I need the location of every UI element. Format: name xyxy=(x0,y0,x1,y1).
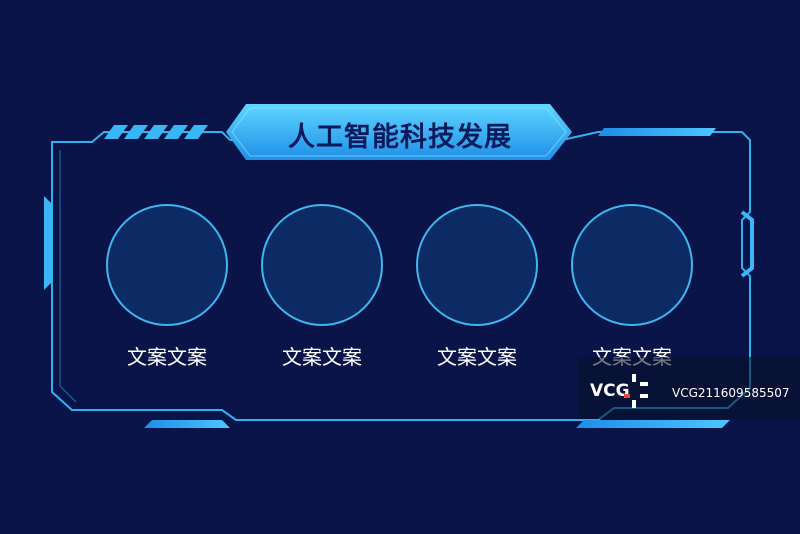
bottom-left-bar xyxy=(144,420,230,428)
feature-label-3: 文案文案 xyxy=(437,345,517,369)
svg-text:VCG: VCG xyxy=(590,381,630,401)
feature-circle-1 xyxy=(106,204,228,326)
feature-circle-4 xyxy=(571,204,693,326)
bottom-right-bar xyxy=(576,420,730,428)
feature-label-2: 文案文案 xyxy=(282,345,362,369)
watermark-box xyxy=(578,357,800,419)
page-title: 人工智能科技发展 xyxy=(288,121,512,153)
feature-circle-2 xyxy=(261,204,383,326)
watermark-id: VCG211609585507 xyxy=(672,386,790,400)
feature-circle-3 xyxy=(416,204,538,326)
top-right-bar xyxy=(598,128,716,136)
stripe-decoration xyxy=(104,125,208,139)
left-side-tab xyxy=(44,196,52,290)
vcg-logo-icon: VCG xyxy=(590,374,648,408)
feature-label-1: 文案文案 xyxy=(127,345,207,369)
frame-outline xyxy=(51,131,751,421)
right-side-bracket xyxy=(740,210,754,278)
title-plate xyxy=(226,104,572,160)
